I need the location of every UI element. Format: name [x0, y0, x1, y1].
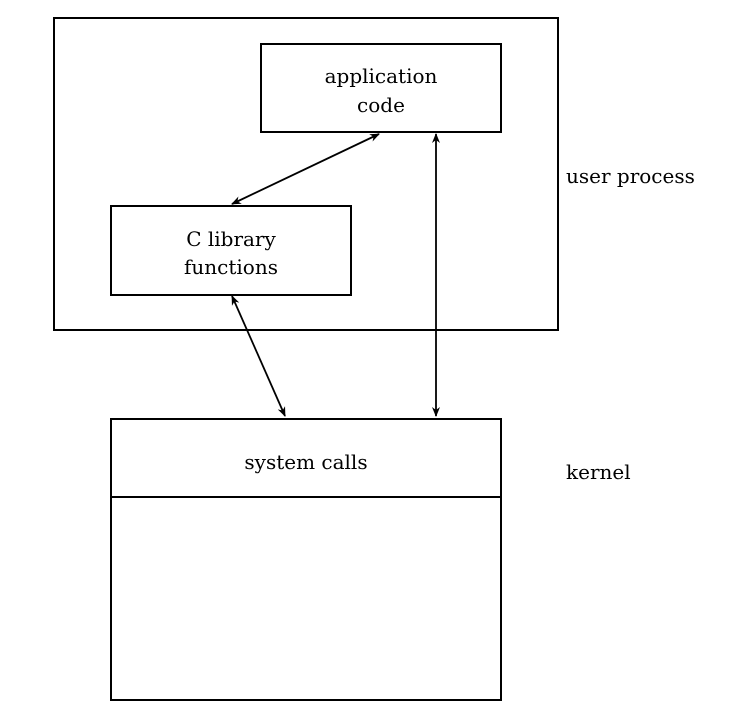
application-code-label-line2: code [357, 93, 405, 117]
kernel-box [110, 418, 502, 701]
user-process-label: user process [566, 164, 695, 188]
c-library-label-line2: functions [184, 255, 278, 279]
c-library-label-line1: C library [186, 227, 276, 251]
system-calls-label: system calls [244, 450, 368, 474]
application-code-label-line1: application [324, 64, 438, 88]
kernel-label: kernel [566, 460, 631, 484]
user-process-box [53, 17, 559, 331]
c-library-box [110, 205, 352, 296]
system-calls-divider [110, 496, 502, 498]
application-code-box [260, 43, 502, 133]
